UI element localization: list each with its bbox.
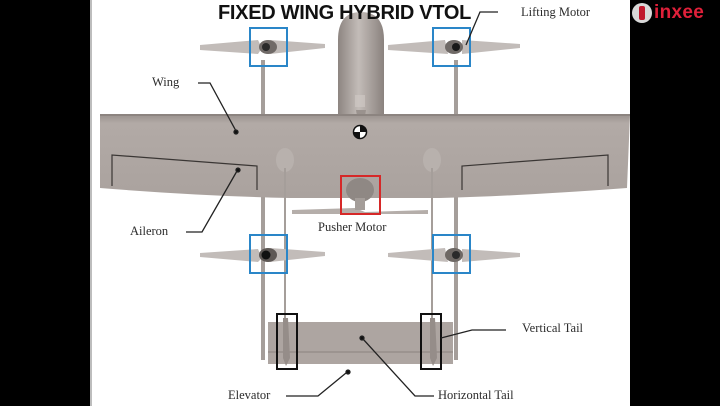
label-vertical-tail: Vertical Tail [522, 321, 584, 335]
right-aileron [461, 154, 609, 190]
label-pusher-motor: Pusher Motor [318, 220, 387, 234]
lifting-motor-highlight-boxes [249, 27, 471, 274]
label-lifting-motor: Lifting Motor [521, 5, 591, 19]
center-of-gravity-icon [352, 124, 368, 140]
front-right-propeller [388, 40, 520, 54]
page-title: FIXED WING HYBRID VTOL [218, 2, 472, 24]
left-aileron [111, 154, 258, 190]
label-aileron: Aileron [130, 224, 169, 238]
label-elevator: Elevator [228, 388, 271, 402]
label-horizontal-tail: Horizontal Tail [438, 388, 514, 402]
brand-name: inxee [654, 2, 705, 23]
fuselage [338, 12, 384, 118]
inxee-logo-icon [632, 3, 652, 23]
pusher-propeller [292, 178, 428, 214]
rear-left-propeller [200, 248, 325, 262]
leader-lines [186, 11, 506, 397]
wing [100, 115, 630, 198]
vertical-tail-highlight-boxes [276, 313, 442, 370]
rear-right-propeller [388, 248, 520, 262]
pusher-motor-highlight-box [340, 175, 381, 215]
vertical-tail-fins [283, 318, 437, 366]
brand-watermark: inxee [632, 2, 704, 24]
horizontal-tail [268, 322, 453, 364]
front-left-propeller [200, 40, 325, 54]
label-wing: Wing [152, 75, 180, 89]
booms [261, 60, 458, 360]
